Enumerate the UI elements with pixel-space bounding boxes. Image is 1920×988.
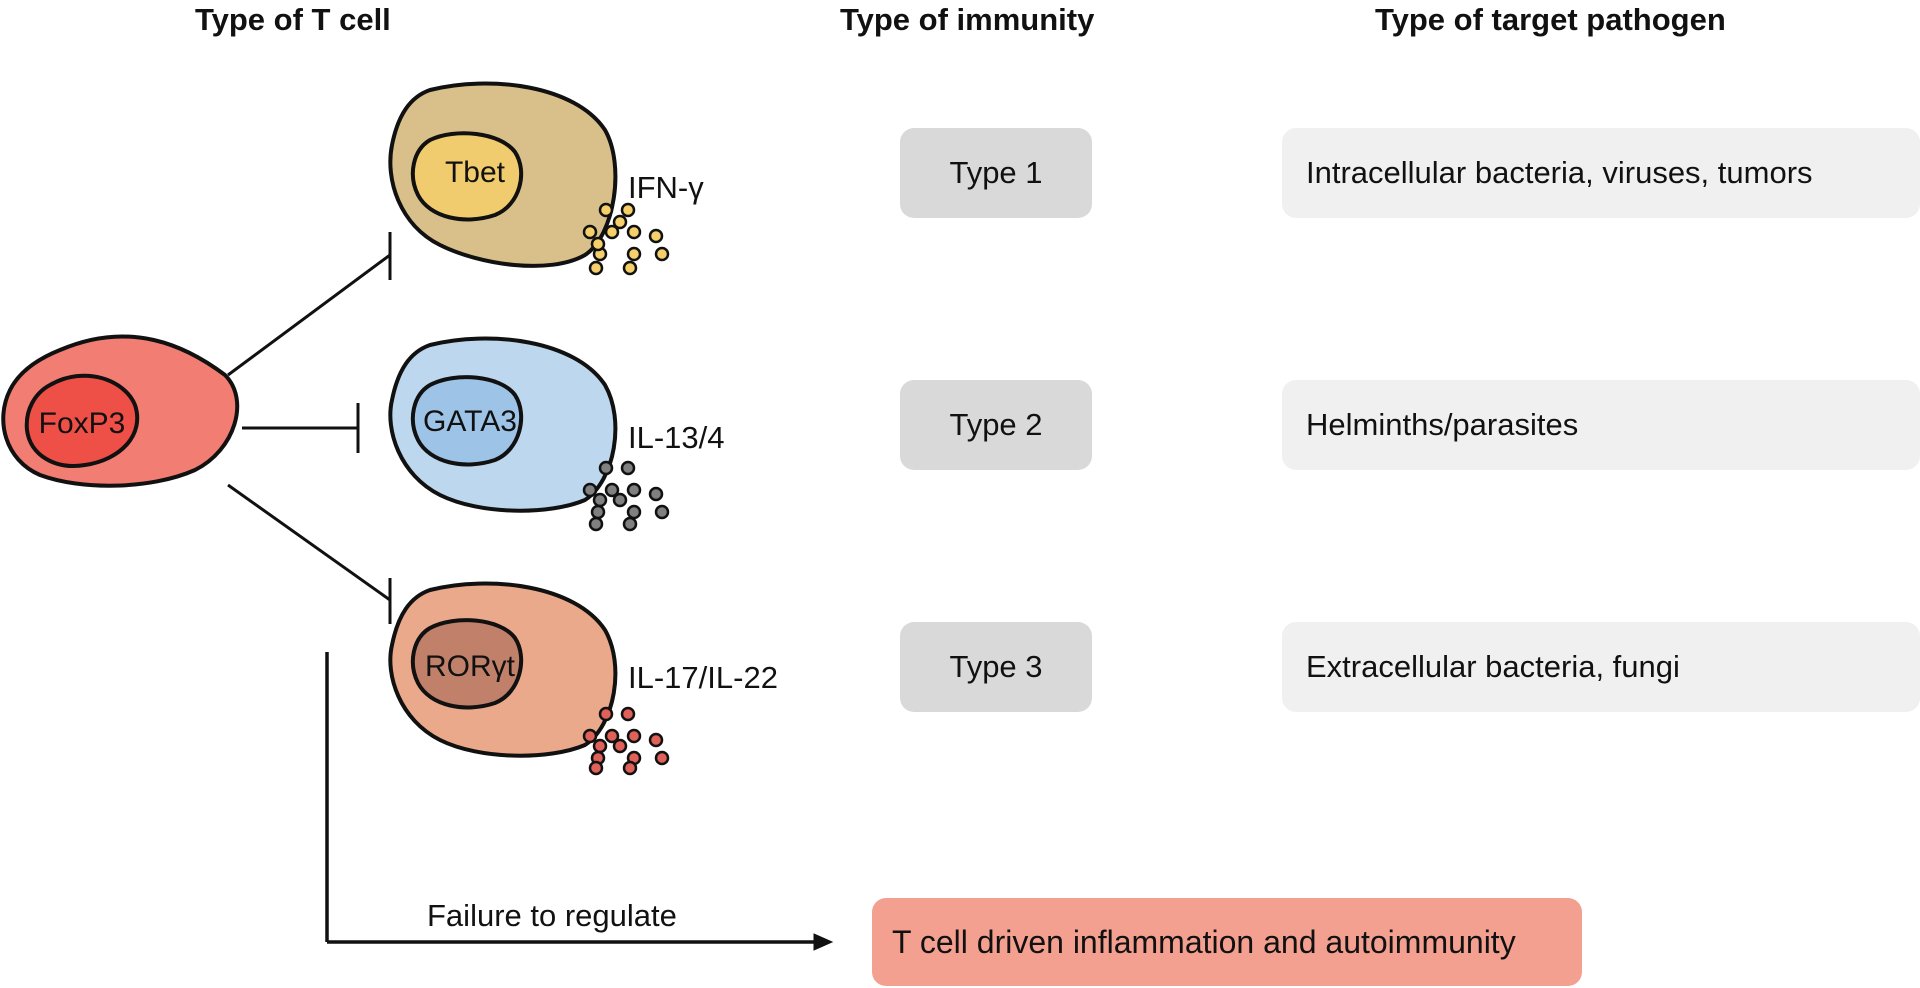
immunity-label: Type 1 <box>949 155 1043 190</box>
cytokine-label-il13: IL-13/4 <box>628 420 725 455</box>
rorgt-cell: RORγt <box>388 581 618 758</box>
foxp3-label: FoxP3 <box>39 407 126 440</box>
inhibition-lines <box>227 232 392 624</box>
rorgt-nucleus <box>410 618 524 710</box>
rorgt-label: RORγt <box>425 650 516 683</box>
failure-arrow <box>325 652 834 951</box>
pathogen-label: Intracellular bacteria, viruses, tumors <box>1306 155 1813 190</box>
cytokine-label-il17: IL-17/IL-22 <box>628 660 778 695</box>
inhibition-line-tbet <box>227 253 391 377</box>
immunity-label: Type 2 <box>949 407 1043 442</box>
tbet-label: Tbet <box>445 156 506 189</box>
failure-to-regulate-label: Failure to regulate <box>427 898 677 933</box>
cytokine-dots-gata3 <box>582 460 670 532</box>
pathogen-label: Helminths/parasites <box>1306 407 1579 442</box>
inhibition-line-rorgt <box>227 483 391 602</box>
immunity-label: Type 3 <box>949 649 1043 684</box>
gata3-nucleus <box>410 375 524 467</box>
tbet-cell: Tbet <box>388 81 618 268</box>
pathogen-label: Extracellular bacteria, fungi <box>1306 649 1680 684</box>
foxp3-cell: FoxP3 <box>1 334 240 488</box>
foxp3-nucleus <box>24 373 140 468</box>
immunity-box-type-3: Type 3 <box>900 622 1092 712</box>
pathogen-box-1: Intracellular bacteria, viruses, tumors <box>1282 128 1920 218</box>
pathogen-box-3: Extracellular bacteria, fungi <box>1282 622 1920 712</box>
cytokine-label-ifn: IFN-γ <box>628 170 704 205</box>
immunity-box-type-1: Type 1 <box>900 128 1092 218</box>
header-t-cell: Type of T cell <box>195 2 391 37</box>
outcome-label: T cell driven inflammation and autoimmun… <box>892 923 1516 960</box>
header-pathogen: Type of target pathogen <box>1375 2 1726 37</box>
header-immunity: Type of immunity <box>840 2 1095 37</box>
gata3-cell: GATA3 <box>388 336 618 513</box>
tbet-nucleus <box>410 131 524 222</box>
outcome-box: T cell driven inflammation and autoimmun… <box>872 898 1582 986</box>
immunity-box-type-2: Type 2 <box>900 380 1092 470</box>
cytokine-dots-rorgt <box>582 706 670 776</box>
gata3-label: GATA3 <box>423 405 517 438</box>
pathogen-box-2: Helminths/parasites <box>1282 380 1920 470</box>
cytokine-dots-tbet <box>582 202 670 276</box>
